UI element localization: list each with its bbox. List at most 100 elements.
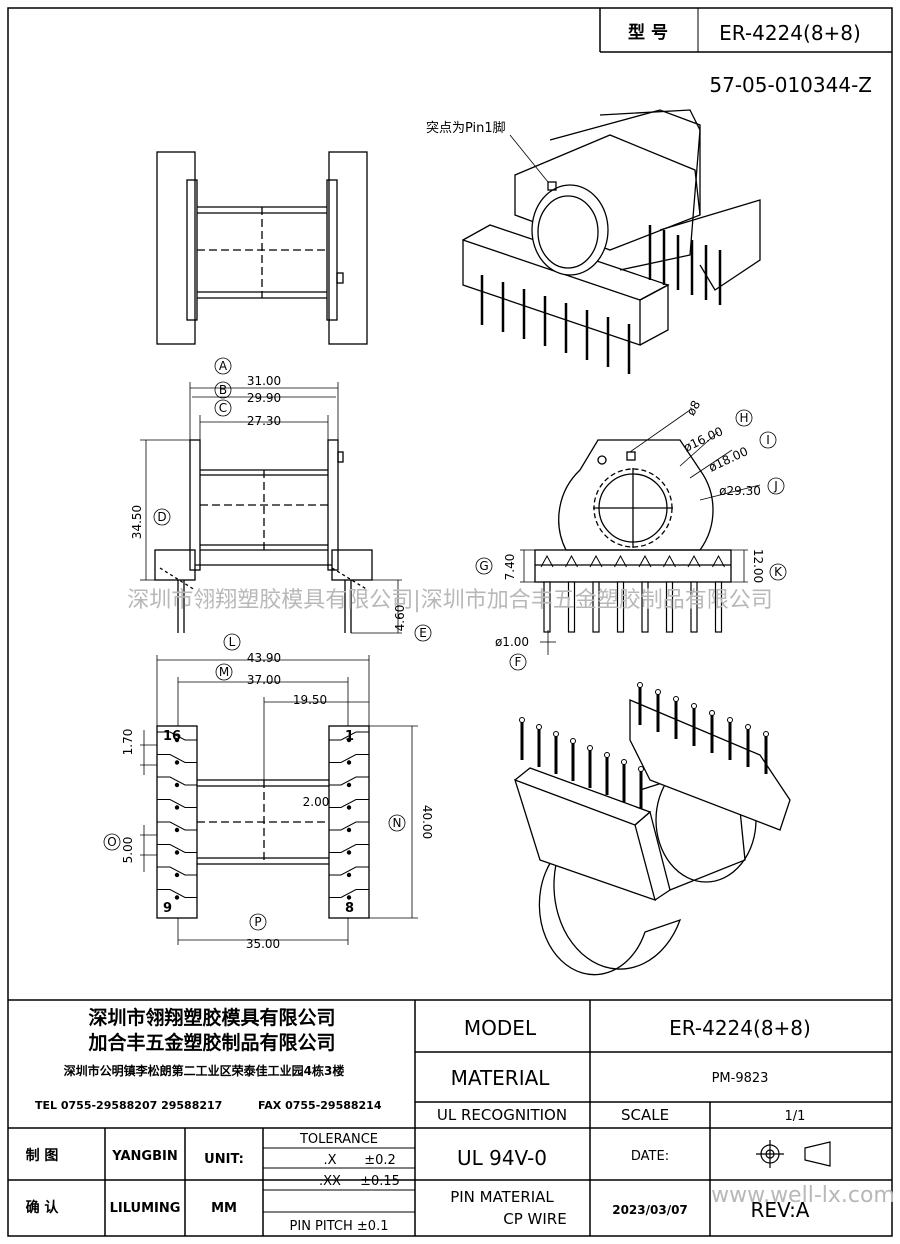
- pin-material-value: CP WIRE: [503, 1210, 566, 1228]
- pin1-leader: [509, 134, 549, 183]
- pin-pad: [174, 760, 180, 765]
- pin-slot: [157, 754, 197, 763]
- callout-h: H: [739, 411, 748, 425]
- pin-slot: [329, 799, 369, 808]
- pin-slot: [329, 821, 369, 831]
- company-tel: TEL 0755-29588207 29588217: [35, 1099, 222, 1112]
- iso-pin-tip: [587, 745, 593, 751]
- scale-label: SCALE: [621, 1106, 669, 1124]
- date-value: 2023/03/07: [612, 1203, 688, 1217]
- isometric-top-pins: [480, 225, 722, 374]
- callout-a: A: [219, 359, 228, 373]
- iso-pin-tip: [709, 710, 715, 716]
- iso-pin-tip: [673, 696, 679, 702]
- dim-e-value: 4.60: [393, 605, 407, 632]
- pin-pad: [346, 782, 352, 788]
- pin-pad: [174, 895, 180, 900]
- pin-pad: [174, 850, 180, 855]
- end-pin-notch: [663, 554, 676, 568]
- callout-g: G: [479, 559, 488, 573]
- website: www.well-lx.com: [711, 1183, 895, 1208]
- dim-g-value: 7.40: [503, 554, 517, 581]
- callout-n: N: [393, 816, 402, 830]
- front-view: [154, 439, 373, 633]
- pin-pad: [174, 782, 180, 788]
- tol-x-value: ±0.2: [364, 1153, 396, 1168]
- end-pin-notch: [540, 554, 554, 568]
- iso-pin-tip: [553, 731, 559, 737]
- end-pin-notch: [614, 554, 627, 568]
- end-pin: [592, 581, 600, 633]
- end-pin-notch: [687, 554, 701, 568]
- dim-i-outer: ø18.00: [706, 444, 750, 474]
- end-pin: [690, 581, 698, 633]
- pin-slot: [157, 799, 197, 808]
- pin-pad: [346, 827, 352, 833]
- pin-slot: [329, 889, 369, 898]
- drawn-by: YANGBIN: [111, 1149, 177, 1164]
- pin-slot: [157, 844, 197, 853]
- bottom-view: [156, 725, 370, 919]
- callouts-bottom: [103, 633, 406, 931]
- dim-l-value: 43.90: [247, 651, 281, 665]
- dim-c-value: 27.30: [247, 414, 281, 428]
- dim-i-inner: ø16.00: [681, 424, 725, 454]
- dim-p-value: 35.00: [246, 937, 280, 951]
- dim-m-value: 37.00: [247, 673, 281, 687]
- dim-gap: 2.00: [303, 795, 330, 809]
- callouts-end: [475, 409, 787, 671]
- header-model-value: ER-4224(8+8): [719, 21, 861, 45]
- dim-half-width: 19.50: [293, 693, 327, 707]
- pin-pad: [346, 737, 352, 743]
- callout-k: K: [774, 565, 783, 579]
- pin-material-label: PIN MATERIAL: [450, 1188, 554, 1206]
- callouts-front: [153, 357, 432, 642]
- pin-pad: [346, 805, 352, 810]
- dim-k-value: 12.00: [751, 549, 765, 583]
- iso-pin-tip: [691, 703, 697, 709]
- end-pin: [641, 581, 649, 633]
- pin-pad: [346, 872, 352, 878]
- model-label: MODEL: [464, 1016, 537, 1040]
- company-name-2: 加合丰五金塑胶制品有限公司: [87, 1031, 335, 1054]
- title-block: [8, 999, 892, 1236]
- dim-pitch-value: 1.70: [121, 729, 135, 756]
- tol-xx-value: ±0.15: [360, 1174, 400, 1189]
- checked-label: 确 认: [26, 1199, 60, 1216]
- tol-x-label: .X: [323, 1153, 336, 1168]
- end-pin: [665, 581, 674, 633]
- pin-slot: [157, 889, 197, 898]
- dim-n-value: 40.00: [420, 805, 434, 839]
- bottom-view-dimensions: [140, 655, 418, 945]
- revision: REV:A: [750, 1198, 809, 1222]
- pin-number-1: 1: [345, 729, 354, 744]
- watermark: 深圳市翎翔塑胶模具有限公司|深圳市加合丰五金塑胶制品有限公司: [127, 588, 772, 613]
- ul-value: UL 94V-0: [457, 1146, 547, 1170]
- pin-slot: [157, 731, 197, 741]
- dim-a-value: 31.00: [247, 374, 281, 388]
- end-pin: [543, 581, 551, 633]
- pin-pad: [174, 737, 180, 743]
- material-value: PM-9823: [712, 1071, 769, 1086]
- header-model-box: 型 号 ER-4224(8+8): [599, 8, 892, 53]
- end-pin-notch: [712, 554, 725, 568]
- iso-pin-tip: [519, 717, 525, 723]
- pin-number-16: 16: [163, 729, 181, 744]
- material-label: MATERIAL: [451, 1066, 551, 1090]
- isometric-bottom-pins: [519, 682, 769, 809]
- end-view-dimensions: [520, 409, 761, 655]
- callout-o: O: [107, 835, 116, 849]
- company-name-1: 深圳市翎翔塑胶模具有限公司: [88, 1006, 335, 1029]
- part-number: 57-05-010344-Z: [709, 73, 872, 97]
- pin-slot: [157, 821, 197, 831]
- dim-o-value: 5.00: [121, 837, 135, 864]
- dim-f-value: ø1.00: [495, 635, 529, 649]
- iso-pin-tip: [727, 717, 733, 723]
- end-pin-notch: [565, 554, 578, 568]
- pin-slot: [329, 844, 369, 853]
- dim-h-value: ø8: [684, 398, 704, 418]
- callout-j: J: [773, 479, 778, 493]
- end-pin: [567, 581, 576, 633]
